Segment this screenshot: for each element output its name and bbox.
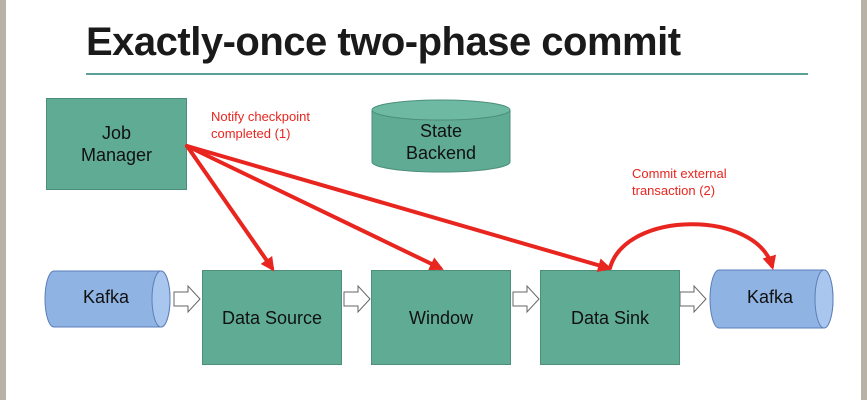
slide-title: Exactly-once two-phase commit bbox=[86, 20, 681, 64]
data-sink-label: Data Sink bbox=[570, 307, 650, 328]
data-source-box: Data Source bbox=[202, 270, 342, 365]
data-source-label: Data Source bbox=[221, 307, 323, 328]
notify-checkpoint-note: Notify checkpoint completed (1) bbox=[211, 109, 310, 141]
flow-arrows bbox=[173, 284, 707, 314]
kafka-source-label: Kafka bbox=[82, 287, 130, 307]
state-backend-label: State Backend bbox=[405, 121, 477, 163]
notify-arrow-to-data-source bbox=[185, 144, 275, 272]
flow-arrow-window-to-sink bbox=[512, 284, 540, 314]
commit-transaction-note: Commit external transaction (2) bbox=[632, 166, 727, 198]
flow-arrow-kafka-to-source bbox=[173, 284, 201, 314]
notification-arrows bbox=[185, 144, 777, 272]
notify-arrow-to-window bbox=[185, 144, 444, 271]
window-label: Window bbox=[408, 307, 474, 328]
flow-arrow-source-to-window bbox=[343, 284, 371, 314]
diagram-canvas bbox=[44, 99, 834, 329]
job-manager-label: Job Manager bbox=[80, 123, 153, 165]
kafka-sink-label: Kafka bbox=[746, 287, 794, 307]
state-backend-cylinder bbox=[371, 99, 511, 173]
kafka-sink-cylinder bbox=[709, 269, 834, 329]
window-box: Window bbox=[371, 270, 511, 365]
flow-arrow-sink-to-kafka bbox=[679, 284, 707, 314]
data-sink-box: Data Sink bbox=[540, 270, 680, 365]
title-divider bbox=[86, 73, 808, 75]
commit-arrow-to-kafka bbox=[608, 222, 777, 271]
kafka-source-cylinder bbox=[44, 270, 171, 328]
notify-arrow-to-data-sink bbox=[185, 144, 613, 272]
job-manager-box: Job Manager bbox=[46, 98, 187, 190]
